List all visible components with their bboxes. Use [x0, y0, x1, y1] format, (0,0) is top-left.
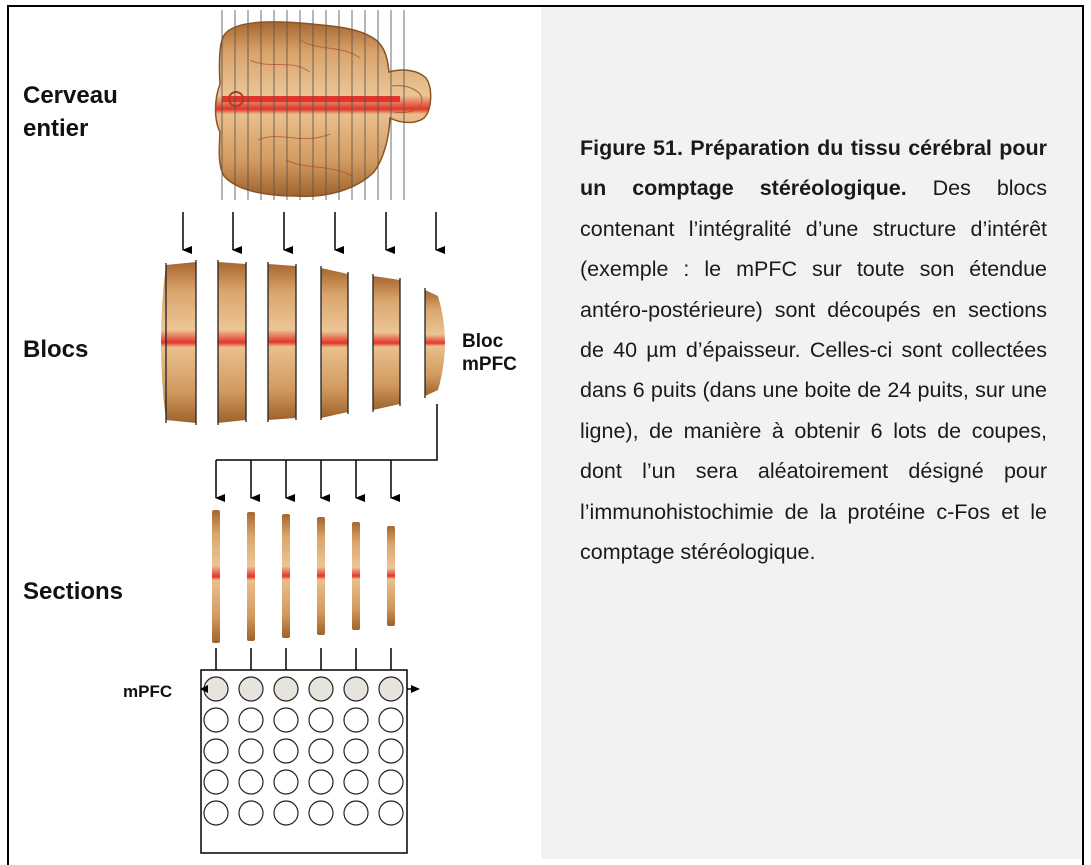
well	[343, 800, 369, 826]
brain-section	[387, 526, 395, 626]
well	[238, 800, 264, 826]
whole-brain-image	[214, 10, 432, 200]
brain-block-mpfc	[424, 288, 445, 398]
well-highlighted	[343, 676, 369, 702]
sections-label: Sections	[23, 578, 123, 605]
whole-brain-label-line1: Cerveau	[23, 82, 118, 109]
caption-title: Figure 51. Préparation du tissu cérébral…	[580, 136, 1047, 201]
brain-block	[217, 260, 247, 425]
brain-block	[372, 274, 401, 412]
brain-block	[267, 262, 297, 422]
well	[273, 769, 299, 795]
figure-frame	[7, 5, 1084, 865]
well	[273, 800, 299, 826]
brain-blocks	[161, 260, 445, 425]
well	[203, 707, 229, 733]
well	[308, 800, 334, 826]
well	[308, 707, 334, 733]
well	[203, 738, 229, 764]
well	[203, 800, 229, 826]
well	[238, 738, 264, 764]
well	[238, 769, 264, 795]
bloc-mpfc-label-line1: Bloc	[462, 331, 504, 352]
brain-section	[282, 514, 290, 638]
well	[308, 769, 334, 795]
well-highlighted	[273, 676, 299, 702]
bloc-mpfc-label-line2: mPFC	[462, 354, 517, 375]
blocks-label: Blocs	[23, 336, 88, 363]
figure-diagram: Cerveau entier Blocs Bloc mPFC Sections …	[23, 10, 517, 854]
brain-block	[161, 260, 197, 425]
brain-section	[352, 522, 360, 630]
mpfc-connector	[215, 404, 438, 502]
well-highlighted	[238, 676, 264, 702]
caption-body: Des blocs contenant l’intégralité d’une …	[580, 176, 1048, 565]
well	[343, 738, 369, 764]
well	[238, 707, 264, 733]
well-highlighted	[378, 676, 404, 702]
well	[343, 707, 369, 733]
brain-block	[320, 266, 349, 420]
well	[203, 769, 229, 795]
brain-section	[212, 510, 220, 643]
arrows-to-blocks	[182, 212, 445, 254]
whole-brain-label-line2: entier	[23, 115, 88, 142]
caption-panel	[541, 7, 1082, 859]
well-plate	[200, 669, 420, 854]
well	[378, 769, 404, 795]
well-highlighted	[308, 676, 334, 702]
brain-section	[247, 512, 255, 641]
brain-sections	[212, 510, 395, 643]
well	[308, 738, 334, 764]
plate-row-label: mPFC	[123, 682, 172, 701]
well	[273, 707, 299, 733]
well	[343, 769, 369, 795]
plate-row-mpfc	[203, 676, 404, 702]
well	[378, 738, 404, 764]
row-arrow-right-icon	[411, 685, 420, 693]
well	[378, 707, 404, 733]
well	[273, 738, 299, 764]
figure-caption: Figure 51. Préparation du tissu cérébral…	[580, 128, 1047, 572]
brain-section	[317, 517, 325, 635]
well	[378, 800, 404, 826]
